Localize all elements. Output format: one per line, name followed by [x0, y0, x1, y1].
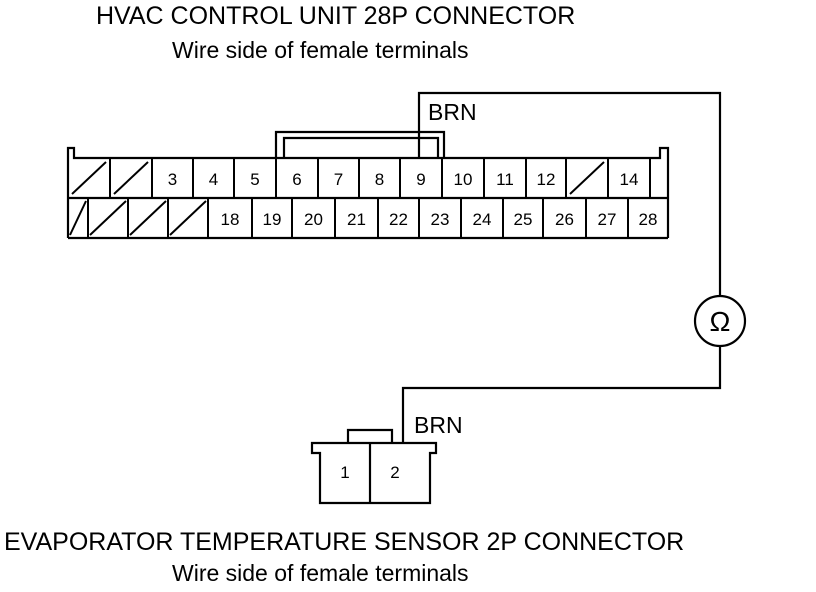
- hvac-terminal-9: 9: [416, 170, 425, 189]
- hvac-terminal-4: 4: [209, 170, 218, 189]
- sensor-wire-label: BRN: [414, 412, 463, 438]
- hvac-terminal-6: 6: [292, 170, 301, 189]
- hvac-terminal-19: 19: [263, 210, 282, 229]
- sensor-connector-lock-tab: [346, 428, 394, 443]
- hvac-wire-label: BRN: [428, 99, 477, 125]
- hvac-terminal-5: 5: [250, 170, 259, 189]
- hvac-terminal-21: 21: [347, 210, 366, 229]
- brn-wire-return: [401, 346, 722, 443]
- hvac-empty-cavity: [89, 200, 127, 236]
- hvac-empty-cavity: [129, 200, 167, 236]
- ohmmeter-icon: [693, 294, 747, 348]
- hvac-terminal-14: 14: [620, 170, 639, 189]
- hvac-connector-title: HVAC CONTROL UNIT 28P CONNECTOR: [96, 2, 576, 30]
- hvac-terminal-23: 23: [431, 210, 450, 229]
- sensor-connector-title: EVAPORATOR TEMPERATURE SENSOR 2P CONNECT…: [4, 530, 685, 555]
- ohm-symbol: Ω: [710, 306, 731, 337]
- hvac-terminal-3: 3: [168, 170, 177, 189]
- hvac-terminal-8: 8: [375, 170, 384, 189]
- hvac-terminal-25: 25: [514, 210, 533, 229]
- hvac-connector-body: [66, 146, 670, 238]
- hvac-terminal-24: 24: [473, 210, 492, 229]
- sensor-connector-body: [310, 441, 438, 505]
- hvac-terminal-10: 10: [454, 170, 473, 189]
- hvac-terminal-28: 28: [639, 210, 658, 229]
- sensor-pin-2: 2: [390, 463, 399, 482]
- hvac-connector-lock-tab: [274, 130, 446, 158]
- hvac-terminal-12: 12: [537, 170, 556, 189]
- hvac-empty-cavity: [71, 161, 107, 195]
- hvac-terminal-22: 22: [389, 210, 408, 229]
- hvac-terminal-27: 27: [598, 210, 617, 229]
- sensor-connector-subtitle: Wire side of female terminals: [172, 560, 469, 586]
- brn-wire: [417, 91, 722, 296]
- hvac-terminal-20: 20: [304, 210, 323, 229]
- hvac-terminal-7: 7: [334, 170, 343, 189]
- hvac-terminal-18: 18: [221, 210, 240, 229]
- hvac-terminal-11: 11: [496, 170, 514, 189]
- hvac-empty-cavity: [169, 200, 207, 236]
- hvac-terminal-26: 26: [555, 210, 574, 229]
- hvac-empty-cavity: [569, 161, 605, 195]
- hvac-empty-cavity: [69, 200, 87, 236]
- hvac-empty-cavity: [113, 161, 149, 195]
- sensor-pin-1: 1: [340, 463, 349, 482]
- hvac-connector-subtitle: Wire side of female terminals: [172, 37, 469, 63]
